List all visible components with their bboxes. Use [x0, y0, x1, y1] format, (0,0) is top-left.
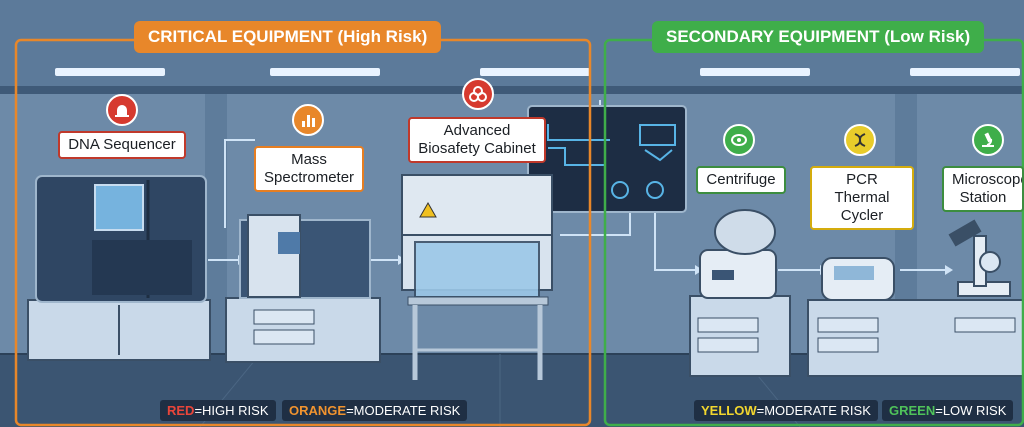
mass-spectrometer-label: Mass Spectrometer — [254, 146, 364, 192]
legend-red-text: =HIGH RISK — [194, 403, 269, 418]
legend-green-word: GREEN — [889, 403, 936, 418]
centrifuge-label: Centrifuge — [696, 166, 786, 194]
biosafety-cabinet-label-line2: Biosafety Cabinet — [418, 140, 536, 157]
legend-orange-word: ORANGE — [289, 403, 347, 418]
legend-green-text: =LOW RISK — [935, 403, 1007, 418]
legend-orange-text: =MODERATE RISK — [346, 403, 461, 418]
microscope-station-label: Microscope Station — [942, 166, 1024, 212]
bar-chart-icon — [292, 104, 324, 136]
legend-orange-moderate-risk: ORANGE=MODERATE RISK — [282, 400, 468, 421]
dna-sequencer-label: DNA Sequencer — [58, 131, 186, 159]
biosafety-cabinet-label-line1: Advanced — [443, 122, 511, 139]
microscope-icon — [972, 124, 1004, 156]
biohazard-icon — [462, 78, 494, 110]
pcr-thermal-cycler-label-line2: Cycler — [840, 207, 884, 224]
pcr-thermal-cycler-label: PCR Thermal Cycler — [810, 166, 914, 230]
microscope-station-label-line1: Microscope — [952, 171, 1024, 188]
mass-spectrometer-label-line1: Mass — [291, 151, 327, 168]
legend-red-word: RED — [167, 403, 195, 418]
legend-yellow-moderate-risk: YELLOW=MODERATE RISK — [694, 400, 878, 421]
legend-green-low-risk: GREEN=LOW RISK — [882, 400, 1014, 421]
dna-helix-icon — [844, 124, 876, 156]
legend-yellow-word: YELLOW — [701, 403, 757, 418]
legend-red-high-risk: RED=HIGH RISK — [160, 400, 276, 421]
mass-spectrometer-label-line2: Spectrometer — [264, 169, 355, 186]
alarm-siren-icon — [106, 94, 138, 126]
biosafety-cabinet-label: Advanced Biosafety Cabinet — [408, 117, 546, 163]
microscope-station-label-line2: Station — [959, 189, 1007, 206]
pcr-thermal-cycler-label-line1: PCR Thermal — [834, 171, 890, 206]
secondary-equipment-header: SECONDARY EQUIPMENT (Low Risk) — [652, 21, 985, 53]
legend-yellow-text: =MODERATE RISK — [756, 403, 871, 418]
centrifuge-icon — [723, 124, 755, 156]
critical-equipment-header: CRITICAL EQUIPMENT (High Risk) — [134, 21, 442, 53]
